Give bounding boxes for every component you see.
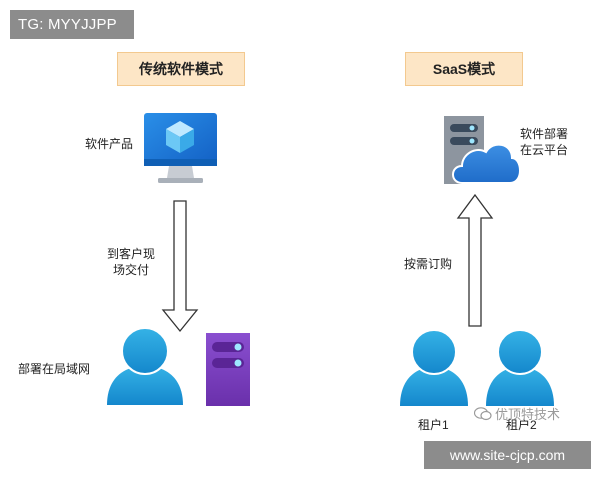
url-watermark: www.site-cjcp.com	[424, 441, 591, 469]
traditional-mode-title: 传统软件模式	[117, 52, 245, 86]
wechat-watermark: 优顶特技术	[473, 404, 561, 424]
tg-watermark: TG: MYYJJPP	[10, 10, 134, 39]
deploy-lan-label: 部署在局域网	[18, 362, 91, 376]
tenant-1-icon	[400, 329, 468, 406]
monitor-icon	[144, 113, 217, 183]
server-icon	[206, 333, 250, 406]
delivery-arrow	[161, 200, 199, 333]
software-product-label: 软件产品	[85, 137, 134, 151]
subscribe-arrow	[456, 193, 494, 327]
saas-mode-title: SaaS模式	[405, 52, 523, 86]
wechat-watermark-text: 优顶特技术	[495, 407, 561, 422]
tenant-1-label: 租户1	[418, 418, 449, 432]
cloud-server-icon	[444, 116, 521, 184]
delivery-label: 到客户现 场交付	[106, 247, 155, 277]
tenant-2-icon	[486, 329, 554, 406]
cloud-deploy-label: 软件部署 在云平台	[520, 127, 569, 157]
subscribe-label: 按需订购	[404, 257, 453, 271]
user-icon	[107, 327, 183, 405]
wechat-icon	[473, 407, 492, 424]
tenant-2-label: 租户2	[506, 418, 537, 432]
